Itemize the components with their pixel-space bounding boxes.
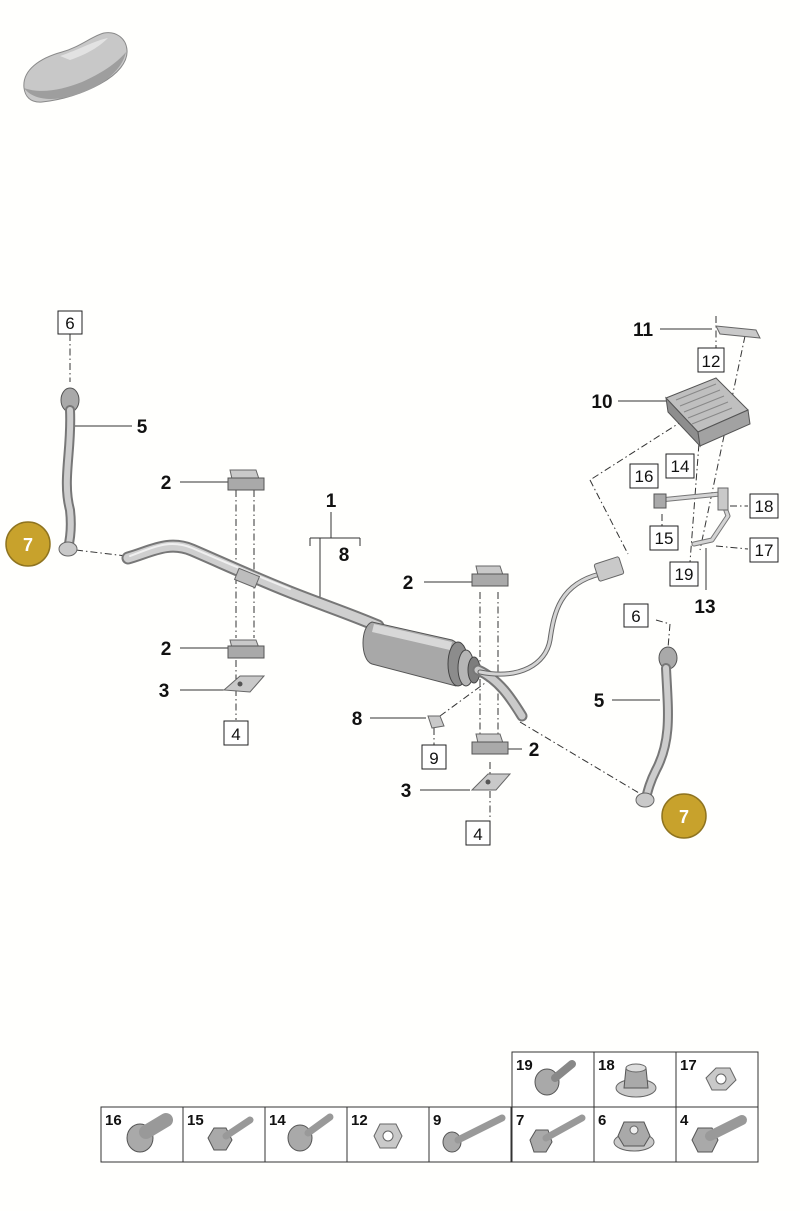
small-bracket-11 bbox=[715, 325, 761, 339]
boxed-label-6: 6 bbox=[65, 314, 74, 333]
callout-2: 2 bbox=[161, 639, 172, 660]
hex-nut-17-icon bbox=[705, 1067, 737, 1091]
control-unit bbox=[665, 377, 751, 448]
dash-dot-lines bbox=[69, 316, 749, 820]
bolt-7-icon bbox=[529, 1114, 586, 1153]
callout-10: 10 bbox=[591, 392, 612, 413]
small-clip bbox=[427, 715, 445, 729]
callout-2: 2 bbox=[403, 573, 414, 594]
circle-label-7: 7 bbox=[679, 807, 689, 827]
callout-1: 1 bbox=[326, 491, 337, 512]
flange-nut-6-icon bbox=[613, 1121, 655, 1152]
boxed-label-16: 16 bbox=[635, 467, 654, 486]
callout-2: 2 bbox=[529, 740, 540, 761]
hex-nut-12-icon bbox=[373, 1123, 403, 1149]
callout-11: 11 bbox=[633, 320, 654, 341]
callout-5: 5 bbox=[137, 417, 148, 438]
boxed-label-17: 17 bbox=[755, 541, 774, 560]
callout-8: 8 bbox=[339, 545, 350, 566]
rubber-mounts bbox=[227, 469, 509, 755]
table-label-19: 19 bbox=[516, 1057, 533, 1074]
bolt-15-icon bbox=[207, 1116, 254, 1151]
stabilizer-link-right bbox=[635, 646, 678, 808]
stabilizer-link-left bbox=[58, 387, 80, 557]
boxed-labels: 6 6 4 4 9 12 14 15 16 17 18 19 bbox=[57, 310, 779, 846]
stabilizer-bar bbox=[121, 539, 385, 633]
leader-lines bbox=[74, 328, 712, 791]
boxed-label-19: 19 bbox=[675, 565, 694, 584]
callout-2: 2 bbox=[161, 473, 172, 494]
callout-13: 13 bbox=[694, 597, 715, 618]
car-silhouette-icon bbox=[23, 32, 128, 103]
circle-label-7: 7 bbox=[23, 535, 33, 555]
boxed-label-15: 15 bbox=[655, 529, 674, 548]
mount-brackets bbox=[222, 675, 512, 791]
callout-3: 3 bbox=[401, 781, 412, 802]
flange-nut-18-icon bbox=[615, 1063, 657, 1098]
actuator-motor bbox=[362, 556, 625, 722]
table-label-18: 18 bbox=[598, 1057, 615, 1074]
circle-labels: 7 7 bbox=[5, 521, 707, 839]
table-label-14: 14 bbox=[269, 1112, 286, 1129]
boxed-label-12: 12 bbox=[702, 352, 721, 371]
boxed-label-4: 4 bbox=[231, 725, 240, 744]
bolt-16-icon bbox=[126, 1113, 173, 1153]
table-label-12: 12 bbox=[351, 1112, 368, 1129]
boxed-label-4: 4 bbox=[473, 825, 482, 844]
boxed-label-6: 6 bbox=[631, 607, 640, 626]
bolt-9-icon bbox=[442, 1114, 506, 1153]
table-label-6: 6 bbox=[598, 1112, 606, 1129]
boxed-label-18: 18 bbox=[755, 497, 774, 516]
callout-3: 3 bbox=[159, 681, 170, 702]
callout-5: 5 bbox=[594, 691, 605, 712]
table-label-17: 17 bbox=[680, 1057, 697, 1074]
bolt-19-icon bbox=[534, 1060, 576, 1096]
table-label-4: 4 bbox=[680, 1112, 689, 1129]
hardware-table: 19 18 17 16 15 14 12 9 7 6 4 bbox=[100, 1051, 759, 1163]
callout-8: 8 bbox=[352, 709, 363, 730]
boxed-label-9: 9 bbox=[429, 749, 438, 768]
table-label-16: 16 bbox=[105, 1112, 122, 1129]
table-label-7: 7 bbox=[516, 1112, 524, 1129]
wiring-bracket bbox=[653, 487, 731, 547]
table-label-9: 9 bbox=[433, 1112, 441, 1129]
bolt-14-icon bbox=[287, 1113, 334, 1152]
bolt-4-icon bbox=[691, 1115, 747, 1153]
boxed-label-14: 14 bbox=[671, 457, 690, 476]
callout-labels: 1 8 2 2 2 2 3 3 5 5 8 10 11 13 bbox=[137, 320, 716, 802]
table-label-15: 15 bbox=[187, 1112, 204, 1129]
